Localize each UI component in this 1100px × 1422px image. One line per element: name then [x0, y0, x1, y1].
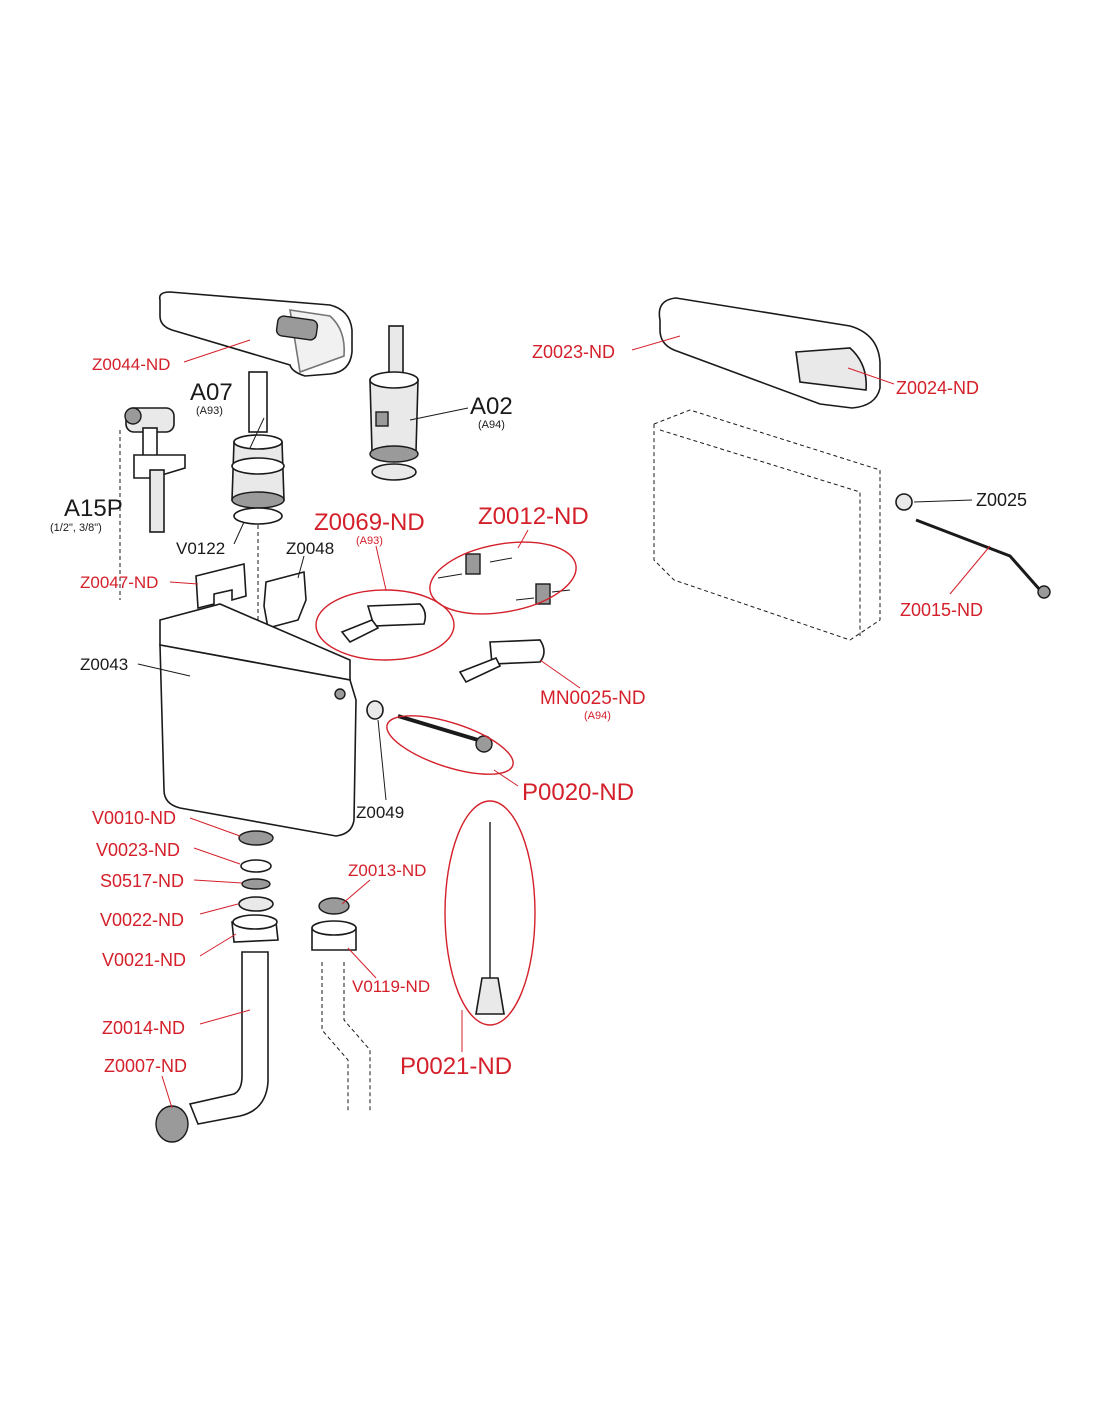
label-z0044: Z0044-ND: [92, 355, 170, 374]
label-v0122: V0122: [176, 539, 225, 558]
leader-lines: [137, 335, 991, 1109]
handle-p0020: [386, 714, 514, 775]
label-z0024: Z0024-ND: [896, 378, 979, 398]
outlet-z0013-v0119: [311, 897, 371, 1112]
label-z0014: Z0014-ND: [102, 1018, 185, 1038]
screws-z0012: [429, 541, 577, 615]
label-v0021: V0021-ND: [102, 950, 186, 970]
label-a02-sub: (A94): [478, 419, 505, 431]
flush-valve-a02: [369, 325, 419, 481]
label-v0022: V0022-ND: [100, 910, 184, 930]
nut-z0025: [895, 493, 913, 511]
label-a07: A07: [190, 379, 233, 406]
cover-z0044: [158, 291, 353, 377]
bracket-z0048: [263, 570, 307, 629]
chain-p0021: [444, 800, 536, 1026]
fill-valve-a15p: [119, 407, 186, 600]
label-a15p-sub: (1/2", 3/8"): [50, 522, 102, 534]
label-z0023: Z0023-ND: [532, 342, 615, 362]
label-p0020: P0020-ND: [522, 779, 634, 806]
label-v0023: V0023-ND: [96, 840, 180, 860]
label-p0021: P0021-ND: [400, 1053, 512, 1080]
label-mn0025: MN0025-ND: [540, 688, 646, 709]
label-z0013: Z0013-ND: [348, 861, 426, 880]
label-mn0025-sub: (A94): [584, 710, 611, 722]
flush-pipe-z0014: [155, 951, 269, 1143]
label-v0010: V0010-ND: [92, 808, 176, 828]
cistern-z0043: [159, 603, 357, 837]
nut-z0049: [366, 700, 384, 720]
outlet-fittings: [231, 830, 279, 943]
cover-z0023: [658, 297, 881, 409]
label-v0119: V0119-ND: [352, 977, 430, 996]
label-z0048: Z0048: [286, 539, 334, 558]
label-z0012: Z0012-ND: [478, 503, 589, 530]
label-a07-sub: (A93): [196, 405, 223, 417]
label-z0069: Z0069-ND: [314, 509, 425, 536]
label-z0069-sub: (A93): [356, 535, 383, 547]
label-z0015: Z0015-ND: [900, 600, 983, 620]
cistern-outline-right: [653, 409, 881, 641]
label-z0043: Z0043: [80, 655, 128, 674]
handle-z0015: [915, 518, 1051, 599]
label-z0047: Z0047-ND: [80, 573, 158, 592]
bracket-z0047: [195, 562, 247, 610]
flush-valve-a07: [231, 371, 285, 660]
label-s0517: S0517-ND: [100, 871, 184, 891]
label-z0049: Z0049: [356, 803, 404, 822]
label-a02: A02: [470, 393, 513, 420]
label-z0025: Z0025: [976, 490, 1027, 510]
label-z0007: Z0007-ND: [104, 1056, 187, 1076]
lever-z0069: [315, 589, 455, 661]
label-a15p: A15P: [64, 495, 123, 522]
lever-mn0025: [458, 639, 545, 684]
